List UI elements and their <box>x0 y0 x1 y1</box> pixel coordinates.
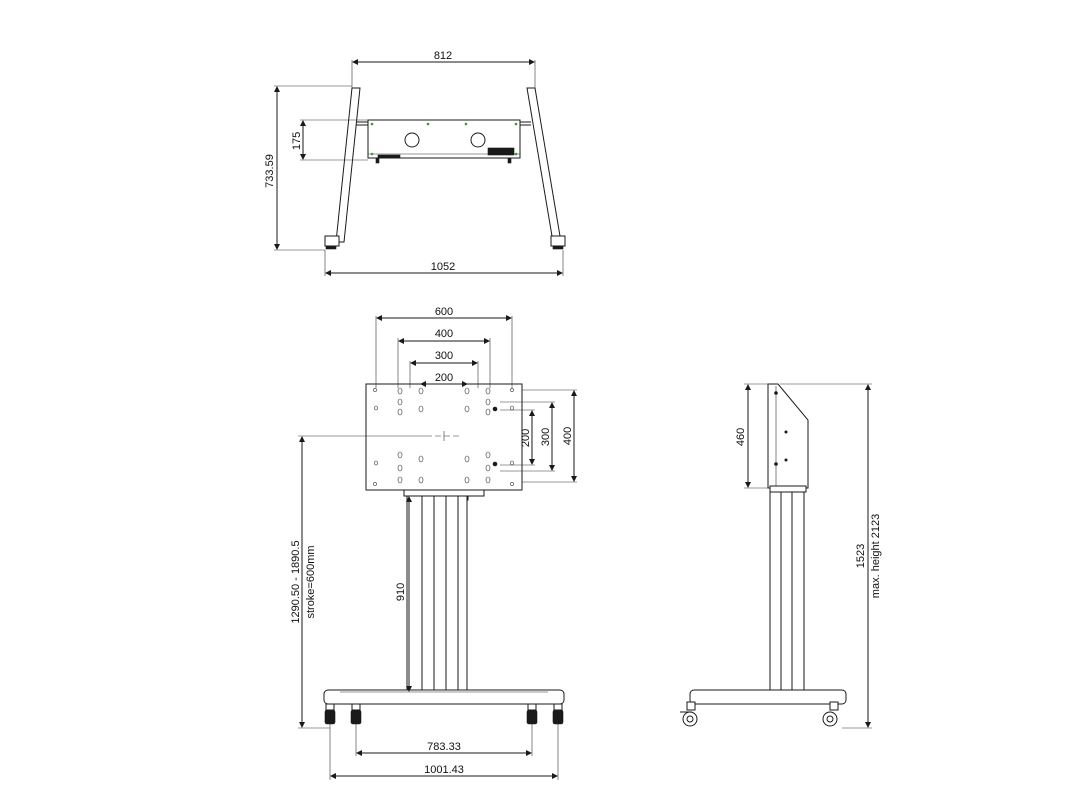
dim-height-range: 1290.50 - 1890.5 <box>290 540 302 623</box>
base-bar <box>323 689 565 705</box>
dim-200: 200 <box>435 372 453 384</box>
dim-812: 812 <box>434 50 452 62</box>
side-mount-bracket <box>767 383 809 489</box>
front-wheels <box>324 703 564 725</box>
top-view-left-leg <box>335 87 361 243</box>
dim-400: 400 <box>435 328 453 340</box>
lift-column <box>406 495 468 693</box>
dim-v-400: 400 <box>562 427 574 445</box>
dim-733-59: 733.59 <box>264 154 276 188</box>
top-view: 812 175 733.59 1052 <box>264 50 566 276</box>
side-base-bar <box>689 689 847 705</box>
dim-910: 910 <box>395 583 407 601</box>
dim-stroke: stroke=600mm <box>305 545 317 618</box>
dim-1052: 1052 <box>431 261 455 273</box>
dim-460: 460 <box>735 428 747 446</box>
dim-max-height: max. height 2123 <box>870 514 882 598</box>
side-view: 460 1523 max. height 2123 <box>680 383 882 729</box>
dim-175: 175 <box>291 132 303 150</box>
dim-783-33: 783.33 <box>427 741 461 753</box>
dim-300: 300 <box>435 350 453 362</box>
dim-600: 600 <box>435 306 453 318</box>
side-wheels <box>680 701 839 727</box>
dim-1523: 1523 <box>855 544 867 568</box>
dim-1001-43: 1001.43 <box>424 764 464 776</box>
side-lift-column <box>769 491 805 693</box>
dim-v-200: 200 <box>520 429 532 447</box>
dim-v-300: 300 <box>540 428 552 446</box>
top-view-right-leg <box>526 87 562 243</box>
front-view: 600 400 300 200 200 300 400 910 1 <box>290 306 577 780</box>
